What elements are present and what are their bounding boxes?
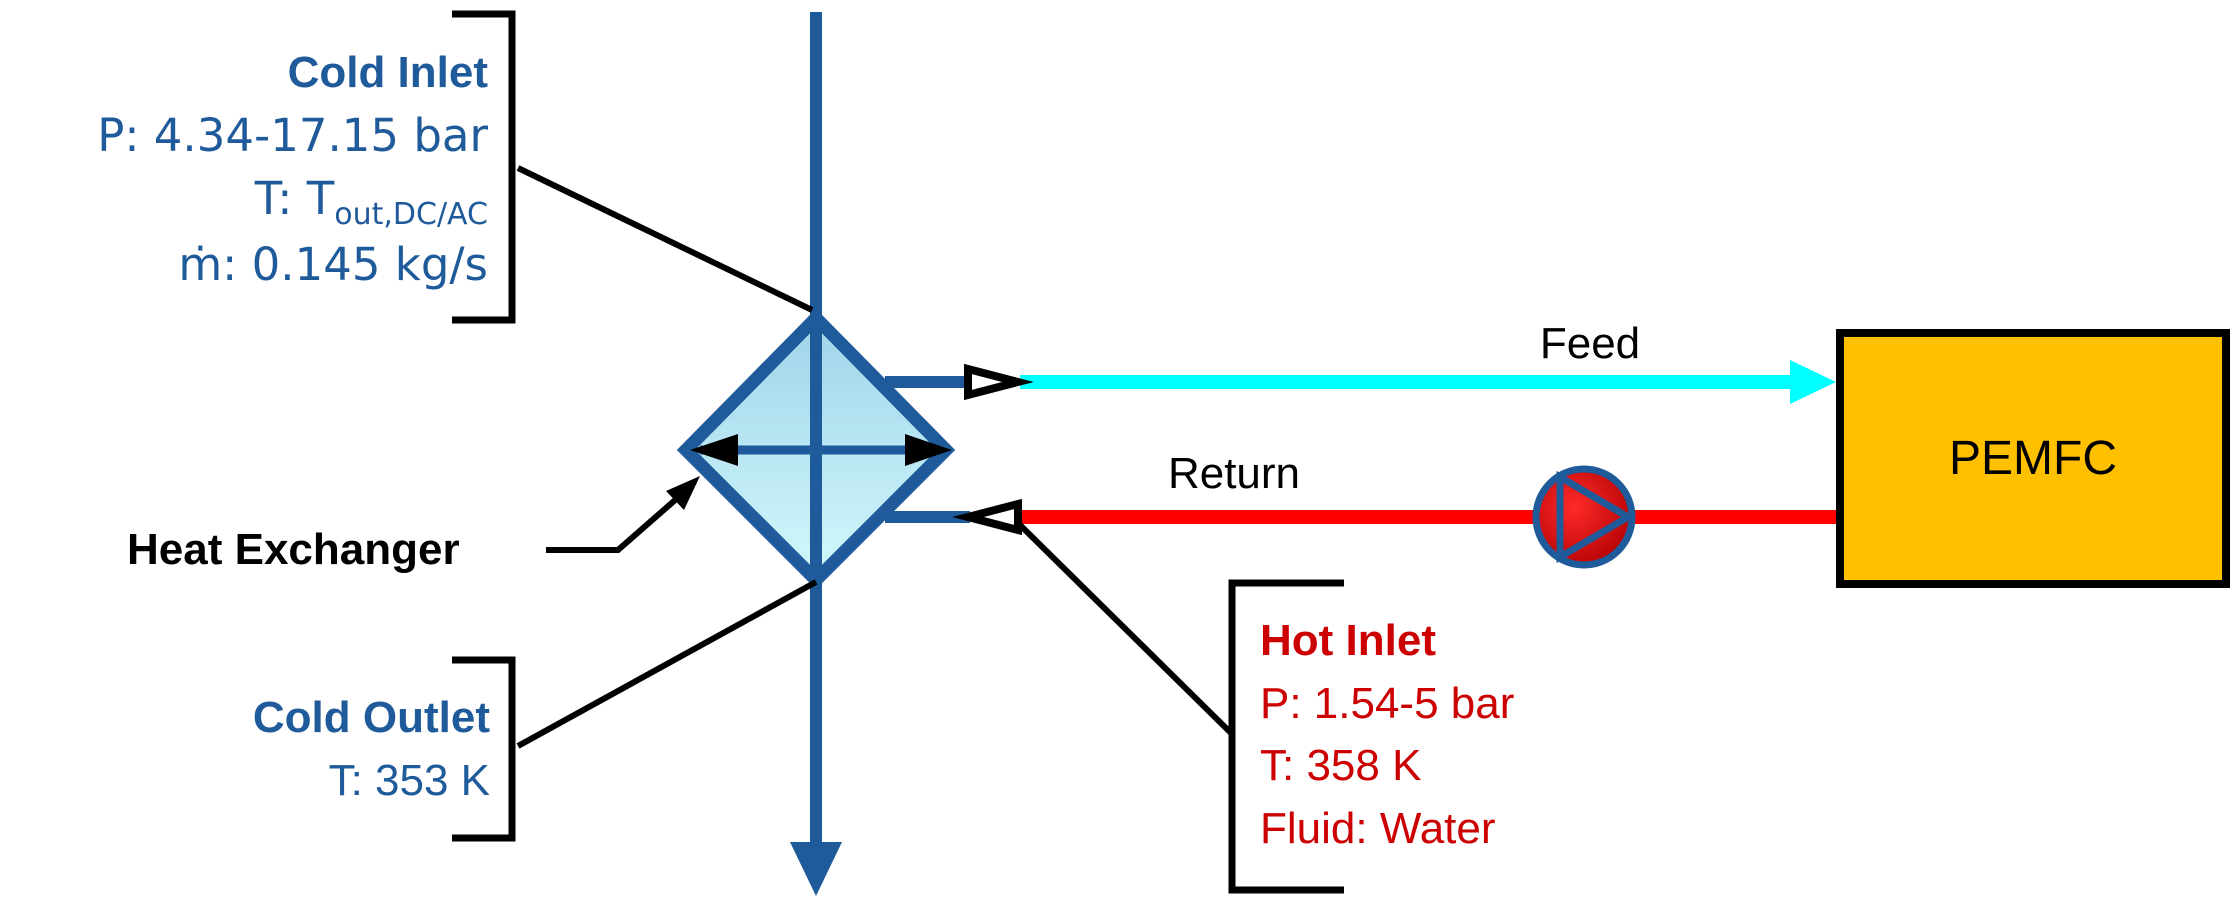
hot-inlet-leader	[1015, 520, 1235, 737]
pemfc-label: PEMFC	[1949, 432, 2117, 485]
cold-inlet-leader	[516, 165, 814, 313]
hot-inlet-pressure: P: 1.54-5 bar	[1260, 679, 1514, 728]
cold-outlet-arrowhead	[790, 842, 842, 896]
heat-exchanger-leader	[546, 491, 684, 553]
heat-exchanger-leader-arrow	[666, 476, 700, 510]
cold-inlet-temperature: T: Tout,DC/AC	[254, 172, 488, 232]
return-label: Return	[1168, 449, 1300, 498]
cold-inlet-pressure: P: 4.34-17.15 bar	[97, 109, 488, 162]
cold-outlet-leader	[516, 579, 818, 749]
hot-inlet-fluid: Fluid: Water	[1260, 804, 1496, 853]
hot-inlet-title: Hot Inlet	[1260, 616, 1436, 665]
feed-arrowhead	[1790, 360, 1836, 404]
feed-label: Feed	[1540, 319, 1640, 368]
cold-outlet-temperature: T: 353 K	[329, 756, 490, 805]
pemfc-box	[1836, 329, 2230, 588]
hot-inlet-temperature: T: 358 K	[1260, 741, 1421, 790]
cold-inlet-temperature-subscript: out,DC/AC	[334, 197, 488, 232]
return-connector-arrow	[952, 498, 1022, 536]
feed-connector-arrow	[964, 363, 1034, 401]
cold-inlet-temperature-main: T: T	[254, 172, 335, 225]
hx-arrow-left	[690, 434, 738, 466]
pump-icon	[1532, 465, 1636, 569]
heat-exchanger-label: Heat Exchanger	[127, 525, 460, 574]
hot-inlet-bracket	[1228, 579, 1344, 894]
cold-inlet-mass-flow: ṁ: 0.145 kg/s	[178, 238, 488, 291]
hx-arrow-right	[905, 434, 952, 466]
cold-inlet-title: Cold Inlet	[288, 48, 489, 97]
cold-outlet-bracket	[452, 656, 516, 842]
cold-inlet-bracket	[452, 10, 516, 324]
cold-outlet-title: Cold Outlet	[253, 693, 490, 742]
